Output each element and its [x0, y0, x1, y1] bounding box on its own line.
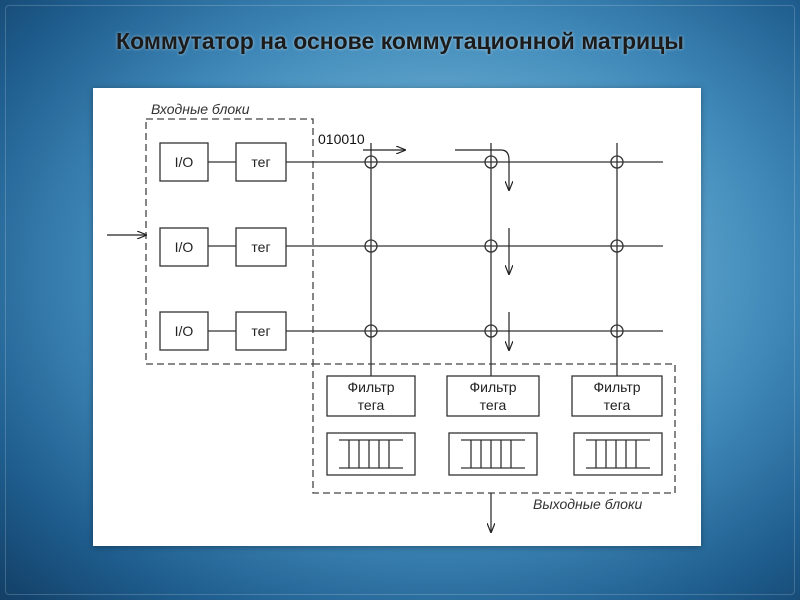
crosspoint: [484, 239, 498, 253]
tag-box: [235, 227, 287, 267]
input-group-boundary: [145, 118, 314, 365]
tag-filter-label-line2: тега: [480, 397, 507, 413]
io-box-label: I/O: [175, 154, 194, 170]
tag-filter-label-line1: Фильтр: [469, 379, 516, 395]
tag-filter-label-line2: тега: [604, 397, 631, 413]
queue-buffer-icon: [586, 439, 650, 469]
bit-sequence-label: 010010: [318, 131, 365, 147]
crosspoint: [484, 155, 498, 169]
io-box: [159, 227, 209, 267]
tag-box-label: тег: [251, 154, 270, 170]
route-down-arrow: [455, 149, 509, 190]
tag-filter-box: [571, 375, 663, 417]
io-box: [159, 142, 209, 182]
crosspoint: [364, 324, 378, 338]
input-row-2: I/O тег: [159, 227, 663, 267]
tag-filter-label-line2: тега: [358, 397, 385, 413]
output-column-1: Фильтр тега: [326, 375, 416, 476]
output-queue-box: [448, 432, 538, 476]
input-row-1: I/O тег: [159, 142, 663, 182]
crosspoints: [364, 155, 624, 338]
slide-frame: [5, 5, 795, 595]
io-box: [159, 311, 209, 351]
tag-filter-label-line1: Фильтр: [347, 379, 394, 395]
output-group-boundary: [312, 363, 676, 494]
slide-title: Коммутатор на основе коммутационной матр…: [116, 28, 684, 54]
output-queue-box: [573, 432, 663, 476]
crosspoint: [484, 324, 498, 338]
switch-matrix-diagram: Входные блоки Выходные блоки I/O тег I/O…: [107, 101, 676, 546]
input-row-3: I/O тег: [159, 311, 663, 351]
output-column-3: Фильтр тега: [571, 375, 663, 476]
output-column-2: Фильтр тега: [446, 375, 540, 476]
diagram-panel: Входные блоки Выходные блоки I/O тег I/O…: [93, 88, 701, 546]
tag-box: [235, 311, 287, 351]
tag-box-label: тег: [251, 323, 270, 339]
io-box-label: I/O: [175, 323, 194, 339]
crosspoint: [364, 239, 378, 253]
crosspoint: [610, 155, 624, 169]
io-box-label: I/O: [175, 239, 194, 255]
tag-box-label: тег: [251, 239, 270, 255]
crosspoint: [610, 239, 624, 253]
tag-filter-box: [446, 375, 540, 417]
output-group-label: Выходные блоки: [533, 496, 643, 512]
tag-filter-box: [326, 375, 416, 417]
tag-filter-label-line1: Фильтр: [593, 379, 640, 395]
input-group-label: Входные блоки: [151, 101, 250, 117]
tag-box: [235, 142, 287, 182]
queue-buffer-icon: [461, 439, 525, 469]
output-queue-box: [326, 432, 416, 476]
queue-buffer-icon: [339, 439, 403, 469]
crosspoint: [364, 155, 378, 169]
crosspoint: [610, 324, 624, 338]
